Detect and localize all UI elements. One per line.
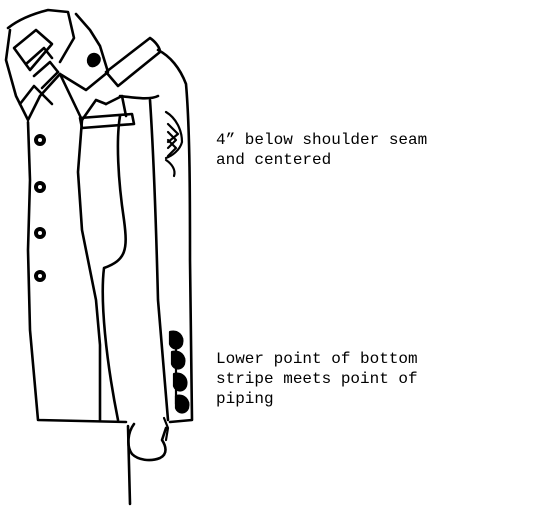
button-icon (35, 228, 45, 238)
collar-insignia-icon (88, 54, 100, 67)
button-icon (35, 271, 45, 281)
button-icon (35, 135, 45, 145)
sleeve-insignia-placement-caption: 4” below shoulder seam and centered (216, 130, 534, 170)
button-icon (35, 182, 45, 192)
epaulet (106, 38, 160, 86)
front-buttons (35, 135, 45, 281)
sleeve-rank-insignia-icon (166, 112, 182, 176)
cuff-stripes (164, 332, 188, 440)
hand (128, 424, 166, 460)
stripe-alignment-caption: Lower point of bottom stripe meets point… (216, 349, 534, 409)
